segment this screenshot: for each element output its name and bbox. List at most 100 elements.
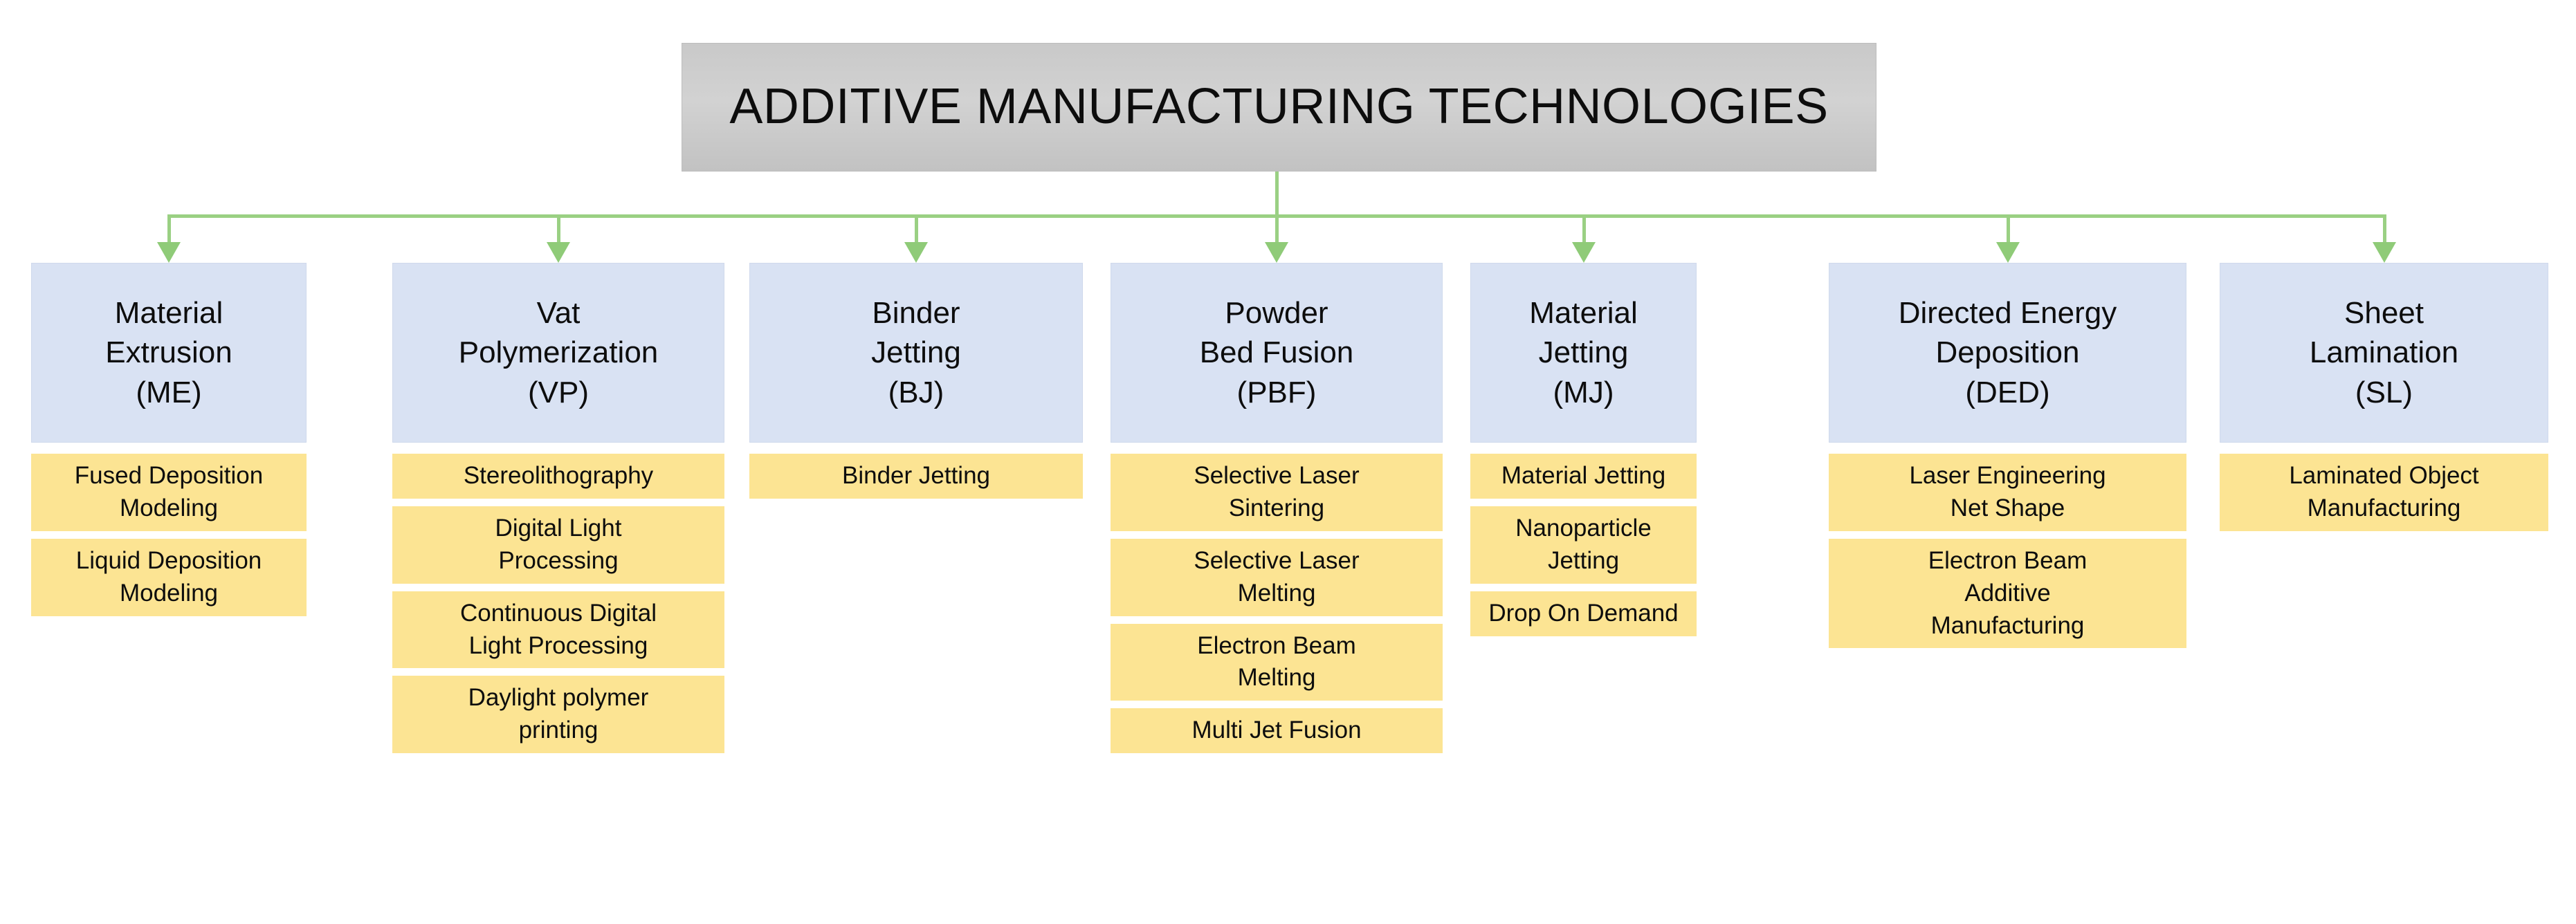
category-header-line: Deposition xyxy=(1935,335,2080,370)
technique-line: Digital Light xyxy=(495,514,622,542)
connector-drop-4 xyxy=(1275,214,1279,243)
technique-line: Laser Engineering xyxy=(1909,462,2106,489)
connector-arrow-6 xyxy=(1996,242,2020,263)
category-header-line: (DED) xyxy=(1965,375,2050,409)
connector-arrow-4 xyxy=(1265,242,1288,263)
technique-line: Light Processing xyxy=(468,631,648,659)
technique-line: Electron Beam xyxy=(1928,546,2088,574)
connector-arrow-3 xyxy=(904,242,928,263)
connector-drop-3 xyxy=(915,214,918,243)
technique-box[interactable]: Stereolithography xyxy=(392,454,724,499)
technique-line: Nanoparticle xyxy=(1515,514,1652,542)
technique-line: Continuous Digital xyxy=(459,599,657,627)
technique-box[interactable]: Multi Jet Fusion xyxy=(1111,708,1443,754)
connector-arrow-2 xyxy=(547,242,570,263)
connector-drop-6 xyxy=(2007,214,2010,243)
category-header-line: Polymerization xyxy=(458,335,659,370)
technique-line: Selective Laser xyxy=(1194,462,1360,489)
category-header-line: Jetting xyxy=(1538,335,1629,370)
technique-line: Sintering xyxy=(1228,494,1325,521)
category-header-line: Sheet xyxy=(2344,296,2424,331)
technique-line: Drop On Demand xyxy=(1488,599,1679,627)
technique-line: Laminated Object xyxy=(2289,462,2479,489)
technique-label: Binder Jetting xyxy=(842,460,990,492)
connector-drop-5 xyxy=(1582,214,1586,243)
technique-line: Liquid Deposition xyxy=(75,546,262,574)
technique-line: Melting xyxy=(1237,579,1316,607)
diagram-title-box: ADDITIVE MANUFACTURING TECHNOLOGIES xyxy=(682,43,1876,172)
technique-line: Selective Laser xyxy=(1194,546,1360,574)
category-header-line: Lamination xyxy=(2309,335,2459,370)
technique-box[interactable]: Material Jetting xyxy=(1470,454,1697,499)
technique-line: Processing xyxy=(498,546,619,574)
technique-line: Multi Jet Fusion xyxy=(1191,717,1362,744)
technique-line: Stereolithography xyxy=(463,462,654,489)
category-header-line: Jetting xyxy=(871,335,961,370)
technique-line: Additive xyxy=(1964,579,2051,607)
technique-line: Manufacturing xyxy=(1930,611,2085,639)
technique-box[interactable]: Binder Jetting xyxy=(749,454,1083,499)
category-header-line: Material xyxy=(1529,296,1638,331)
technique-line: Binder Jetting xyxy=(841,462,991,489)
connector-arrow-5 xyxy=(1572,242,1596,263)
technique-label: Drop On Demand xyxy=(1488,598,1678,630)
diagram-title-text: ADDITIVE MANUFACTURING TECHNOLOGIES xyxy=(729,79,1829,135)
connector-drop-7 xyxy=(2383,214,2386,243)
technique-line: Electron Beam xyxy=(1197,631,1356,659)
category-header-line: Bed Fusion xyxy=(1199,335,1354,370)
category-header-line: Material xyxy=(114,296,223,331)
technique-line: Modeling xyxy=(119,579,219,607)
technique-line: Manufacturing xyxy=(2307,494,2461,521)
technique-list: Binder Jetting xyxy=(749,454,1083,499)
technique-line: Fused Deposition xyxy=(74,462,264,489)
technique-line: Modeling xyxy=(119,494,219,521)
category-header-line: Binder xyxy=(872,296,960,331)
technique-line: Net Shape xyxy=(1950,494,2065,521)
technique-line: Daylight polymer xyxy=(468,684,649,712)
technique-box[interactable]: Drop On Demand xyxy=(1470,591,1697,636)
category-header-line: (SL) xyxy=(2355,375,2413,409)
